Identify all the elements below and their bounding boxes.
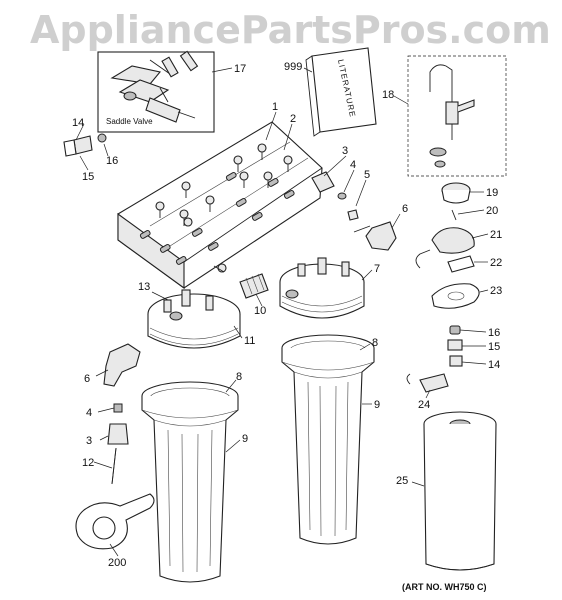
part-14-right <box>449 355 463 367</box>
callout-14-right: 14 <box>488 359 500 371</box>
callout-10: 10 <box>254 305 266 317</box>
faucet-inset <box>407 55 507 177</box>
callout-8: 8 <box>372 337 378 349</box>
inset-caption: Saddle Valve <box>106 117 153 126</box>
callout-22: 22 <box>490 257 502 269</box>
fitting-4-lower <box>113 403 123 413</box>
left-housing <box>141 381 239 583</box>
right-housing <box>281 334 375 545</box>
screw-20 <box>451 209 457 221</box>
wire-21 <box>415 249 431 269</box>
manifold-bracket <box>117 121 323 290</box>
faucet-spout <box>429 64 453 104</box>
callout-21: 21 <box>490 229 502 241</box>
callout-15-right: 15 <box>488 341 500 353</box>
art-number: (ART NO. WH750 C) <box>402 582 487 592</box>
saddle-valve-body <box>145 97 181 123</box>
fitting-3-lower <box>107 423 129 445</box>
callout-14: 14 <box>72 117 84 129</box>
callout-17: 17 <box>234 63 246 75</box>
callout-200: 200 <box>108 557 126 569</box>
faucet-base-21 <box>431 227 475 254</box>
housing-wrench-200 <box>75 493 155 550</box>
fitting-5 <box>347 209 359 221</box>
leader-lines <box>75 67 489 557</box>
callout-4-left: 4 <box>86 407 92 419</box>
callout-6: 6 <box>402 203 408 215</box>
callout-16: 16 <box>106 155 118 167</box>
callout-4: 4 <box>350 159 356 171</box>
saddle-hole <box>123 91 137 101</box>
fitting-16 <box>97 133 107 143</box>
callout-11: 11 <box>244 335 255 347</box>
part-16-right <box>449 325 461 335</box>
callout-16-right: 16 <box>488 327 500 339</box>
callout-19: 19 <box>486 187 498 199</box>
callout-23: 23 <box>490 285 502 297</box>
connector-10 <box>239 273 269 299</box>
callout-2: 2 <box>290 113 296 125</box>
callout-6-left: 6 <box>84 373 90 385</box>
fitting-4 <box>337 192 347 200</box>
callout-8-left: 8 <box>236 371 242 383</box>
gasket-23 <box>431 283 480 309</box>
callout-12: 12 <box>82 457 94 469</box>
right-housing-head <box>279 257 365 319</box>
callout-9-left: 9 <box>242 433 248 445</box>
bracket-screws <box>155 143 293 273</box>
callout-3-left: 3 <box>86 435 92 447</box>
faucet-frame <box>407 55 507 177</box>
saddle-screw-2 <box>179 50 199 72</box>
saddle-screw <box>161 56 179 78</box>
faucet-nut <box>434 160 446 168</box>
faucet-body <box>445 101 459 125</box>
callout-1: 1 <box>272 101 278 113</box>
callout-13: 13 <box>138 281 150 293</box>
callout-24: 24 <box>418 399 430 411</box>
faucet-washer <box>429 147 447 157</box>
filter-cartridge-25 <box>423 411 497 571</box>
faucet-base-parts <box>406 182 480 393</box>
saddle-valve-inset: Saddle Valve <box>97 50 215 133</box>
callout-3: 3 <box>342 145 348 157</box>
bracket-slots <box>139 172 295 265</box>
callout-7: 7 <box>374 263 380 275</box>
callout-18: 18 <box>382 89 394 101</box>
callout-labels: 1 2 3 4 5 6 7 8 9 10 11 12 13 14 15 16 1… <box>72 61 502 569</box>
callout-999: 999 <box>284 61 302 73</box>
left-fittings <box>63 133 107 157</box>
literature-booklet: LITERATURE <box>305 47 377 137</box>
fitting-3 <box>311 171 335 193</box>
faucet-lever <box>457 99 475 113</box>
part-22 <box>447 255 475 273</box>
left-housing-head <box>147 289 241 349</box>
callout-15: 15 <box>82 171 94 183</box>
callout-9: 9 <box>374 399 380 411</box>
callout-20: 20 <box>486 205 498 217</box>
callout-25: 25 <box>396 475 408 487</box>
watermark: AppliancePartsPros.com <box>30 8 551 52</box>
saddle-clamp <box>118 79 170 103</box>
part-24 <box>419 373 449 393</box>
callout-5: 5 <box>364 169 370 181</box>
elbow-6-lower <box>103 343 141 387</box>
left-lower-fittings <box>103 343 141 485</box>
part-15-right <box>447 339 463 351</box>
upper-fittings <box>311 171 397 251</box>
elbow-6-upper <box>365 221 397 251</box>
